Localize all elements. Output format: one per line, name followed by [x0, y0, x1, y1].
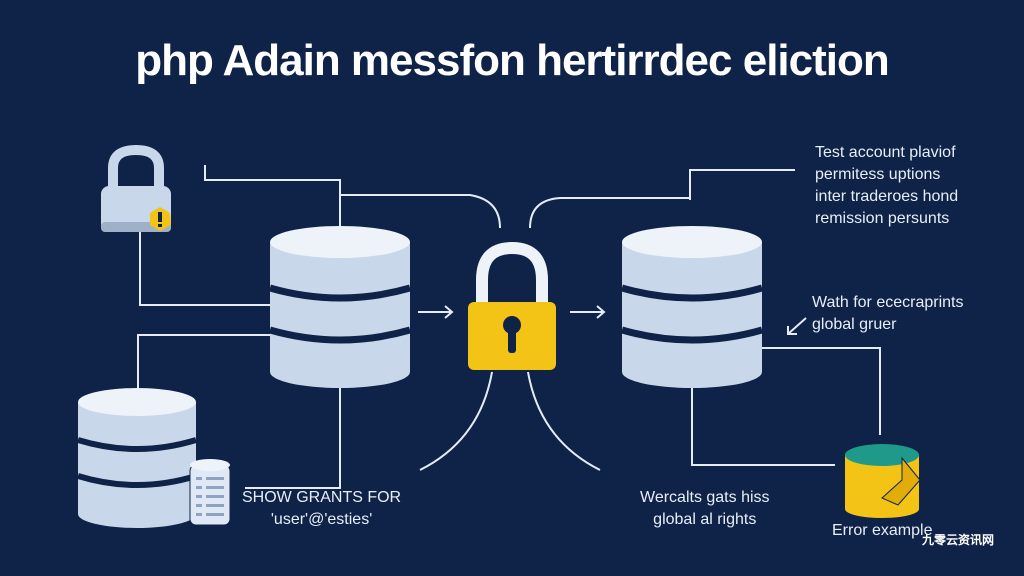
- note-line: SHOW GRANTS FOR: [242, 489, 402, 506]
- note-line: remission persunts: [815, 210, 950, 227]
- connector-line: [419, 371, 493, 471]
- keyhole-icon: [503, 316, 521, 353]
- note-bottom-center: Wercalts gats hiss global al rights: [640, 487, 770, 531]
- database-icon: [269, 226, 411, 388]
- watermark: 九零云资讯网: [921, 533, 994, 547]
- connector-line: [691, 385, 835, 466]
- note-line: Wath for ececraprints: [812, 294, 964, 311]
- connector-lines: [137, 165, 881, 489]
- connector-line: [529, 197, 690, 229]
- note-line: 'user'@'esties': [270, 511, 373, 528]
- note-line: global gruer: [812, 316, 897, 333]
- note-line: Wercalts gats hiss: [640, 489, 770, 506]
- note-line: Test account plaviof: [815, 144, 956, 161]
- database-icon: [77, 388, 197, 528]
- error-label: Error example: [832, 522, 933, 539]
- note-bottom-left: SHOW GRANTS FOR 'user'@'esties': [242, 487, 401, 531]
- note-line: permitess uptions: [815, 166, 941, 183]
- connector-line: [137, 334, 270, 390]
- error-cylinder-icon: [845, 444, 921, 518]
- connector-line: [204, 165, 341, 228]
- database-icon: [621, 226, 763, 388]
- arrow-left-icon: [787, 317, 807, 335]
- arrow-right-icon: [570, 305, 606, 319]
- warning-icon: [150, 207, 171, 231]
- connector-line: [340, 194, 501, 229]
- note-top-right: Test account plaviof permitess uptions i…: [815, 142, 958, 230]
- connector-line: [139, 210, 270, 306]
- server-icon: [189, 459, 231, 526]
- note-line: global al rights: [653, 511, 757, 528]
- note-line: inter traderoes hond: [815, 188, 959, 205]
- connector-line: [245, 388, 341, 489]
- note-mid-right: Wath for ececraprints global gruer: [812, 292, 963, 336]
- connector-line: [689, 169, 795, 200]
- connector-line: [762, 347, 881, 435]
- connector-line: [527, 371, 601, 471]
- page-title: php Adain messfon hertirrdec eliction: [135, 36, 890, 85]
- arrow-right-icon: [418, 305, 454, 319]
